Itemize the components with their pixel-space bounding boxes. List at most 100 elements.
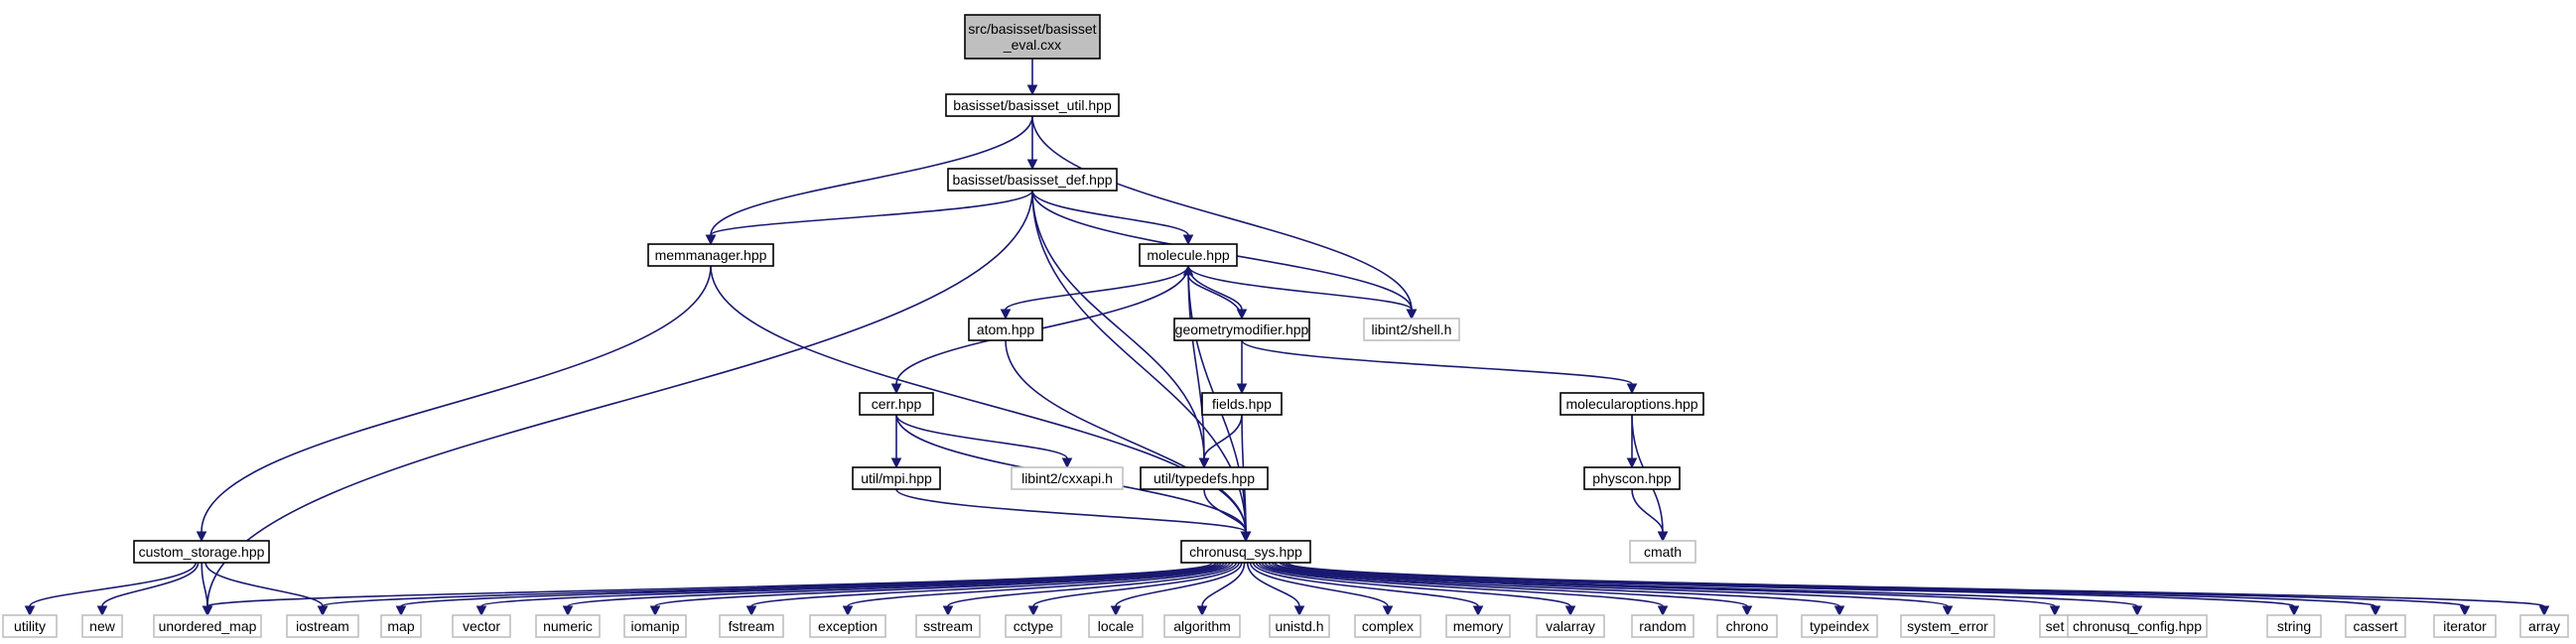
node-sstream[interactable]: sstream xyxy=(915,614,981,638)
node-cassert[interactable]: cassert xyxy=(2345,614,2406,638)
node-numeric[interactable]: numeric xyxy=(535,614,601,638)
node-label: array xyxy=(2528,618,2560,634)
node-fields[interactable]: fields.hpp xyxy=(1201,392,1283,416)
node-locale[interactable]: locale xyxy=(1088,614,1144,638)
edge-arrowhead xyxy=(1236,383,1248,395)
edge-arrowhead xyxy=(202,605,213,617)
node-label: fstream xyxy=(729,618,775,634)
node-util-typedefs[interactable]: util/typedefs.hpp xyxy=(1140,466,1269,490)
edge-chronusq-sys-to-unordered-map xyxy=(202,562,1213,617)
node-basisset-def[interactable]: basisset/basisset_def.hpp xyxy=(947,168,1118,192)
node-label: random xyxy=(1639,618,1686,634)
edge-arrowhead xyxy=(1061,457,1073,469)
node-cmath[interactable]: cmath xyxy=(1629,540,1696,564)
node-box xyxy=(1354,614,1422,638)
node-custom-storage[interactable]: custom_storage.hpp xyxy=(133,540,270,564)
node-label: cerr.hpp xyxy=(872,396,922,412)
node-iomanip[interactable]: iomanip xyxy=(623,614,687,638)
node-geometrymodifier[interactable]: geometrymodifier.hpp xyxy=(1173,318,1310,341)
edge-line xyxy=(1115,562,1243,607)
node-exception[interactable]: exception xyxy=(809,614,886,638)
node-chronusq-sys[interactable]: chronusq_sys.hpp xyxy=(1180,540,1311,564)
node-array[interactable]: array xyxy=(2519,614,2569,638)
node-memory[interactable]: memory xyxy=(1445,614,1511,638)
node-chrono[interactable]: chrono xyxy=(1716,614,1778,638)
node-libint2-shell[interactable]: libint2/shell.h xyxy=(1363,318,1460,341)
edge-line xyxy=(206,190,1033,607)
edge-arrowhead xyxy=(1406,309,1418,321)
node-label: libint2/cxxapi.h xyxy=(1021,470,1113,486)
node-label: custom_storage.hpp xyxy=(139,544,265,560)
node-label: set xyxy=(2046,618,2065,634)
edge-line xyxy=(1005,339,1247,533)
node-box xyxy=(945,93,1120,117)
node-label: util/mpi.hpp xyxy=(861,470,932,486)
node-typeindex[interactable]: typeindex xyxy=(1801,614,1878,638)
node-algorithm[interactable]: algorithm xyxy=(1163,614,1241,638)
node-utility[interactable]: utility xyxy=(2,614,58,638)
node-basisset-util[interactable]: basisset/basisset_util.hpp xyxy=(945,93,1120,117)
node-box xyxy=(1140,466,1269,490)
node-system-error[interactable]: system_error xyxy=(1900,614,1995,638)
node-complex[interactable]: complex xyxy=(1354,614,1422,638)
node-box xyxy=(1163,614,1241,638)
node-valarray[interactable]: valarray xyxy=(1536,614,1605,638)
node-label: complex xyxy=(1362,618,1414,634)
edge-line xyxy=(480,562,1222,607)
node-root[interactable]: src/basisset/basisset_eval.cxx xyxy=(964,14,1101,60)
edge-line xyxy=(847,562,1234,607)
edge-line xyxy=(710,115,1033,236)
edge-chronusq-sys-to-iomanip xyxy=(649,562,1228,617)
edge-chronusq-sys-to-typeindex xyxy=(1264,562,1845,617)
edge-arrowhead xyxy=(746,605,757,617)
edge-line xyxy=(1203,414,1243,459)
node-box xyxy=(81,614,123,638)
node-label: utility xyxy=(14,618,46,634)
edge-line xyxy=(1187,274,1243,320)
node-box xyxy=(1201,392,1283,416)
node-atom[interactable]: atom.hpp xyxy=(968,318,1043,341)
node-iostream[interactable]: iostream xyxy=(286,614,359,638)
node-moleculaoptions[interactable]: molecularoptions.hpp xyxy=(1559,392,1704,416)
node-unordered-map[interactable]: unordered_map xyxy=(153,614,262,638)
node-string[interactable]: string xyxy=(2266,614,2322,638)
node-cctype[interactable]: cctype xyxy=(1005,614,1062,638)
node-box xyxy=(859,392,934,416)
edge-line xyxy=(1249,562,1389,607)
edge-arrowhead xyxy=(1833,605,1845,617)
node-memmanager[interactable]: memmanager.hpp xyxy=(647,243,774,267)
node-new[interactable]: new xyxy=(81,614,123,638)
edge-line xyxy=(204,562,324,607)
node-label: chronusq_sys.hpp xyxy=(1189,544,1302,560)
node-cerr[interactable]: cerr.hpp xyxy=(859,392,934,416)
node-box xyxy=(1139,243,1238,267)
edge-arrowhead xyxy=(2131,605,2143,617)
edge-chronusq-sys-to-cctype xyxy=(1027,562,1240,617)
node-label: util/typedefs.hpp xyxy=(1153,470,1255,486)
edge-arrowhead xyxy=(24,605,36,617)
node-vector[interactable]: vector xyxy=(452,614,511,638)
node-fstream[interactable]: fstream xyxy=(719,614,784,638)
node-chronusq-config[interactable]: chronusq_config.hpp xyxy=(2067,614,2208,638)
edge-line xyxy=(1258,562,1664,607)
edge-chronusq-sys-to-map xyxy=(395,562,1220,617)
edge-memmanager-to-chronusq-sys xyxy=(710,265,1252,543)
edge-util-typedefs-to-chronusq-sys xyxy=(1203,488,1252,543)
edge-geometrymodifier-to-moleculaoptions xyxy=(1241,339,1638,395)
node-box xyxy=(1801,614,1878,638)
edge-cerr-to-libint2-cxxapi xyxy=(895,414,1073,469)
node-physcon[interactable]: physcon.hpp xyxy=(1583,466,1681,490)
node-set[interactable]: set xyxy=(2039,614,2071,638)
node-iterator[interactable]: iterator xyxy=(2433,614,2497,638)
edge-chronusq-sys-to-complex xyxy=(1249,562,1394,617)
node-util-mpi[interactable]: util/mpi.hpp xyxy=(852,466,941,490)
node-random[interactable]: random xyxy=(1631,614,1695,638)
node-label: memory xyxy=(1453,618,1504,634)
node-map[interactable]: map xyxy=(380,614,422,638)
node-label: cctype xyxy=(1014,618,1054,634)
node-libint2-cxxapi[interactable]: libint2/cxxapi.h xyxy=(1011,466,1124,490)
node-unistd[interactable]: unistd.h xyxy=(1269,614,1330,638)
node-molecule[interactable]: molecule.hpp xyxy=(1139,243,1238,267)
edge-chronusq-sys-to-chronusq-config xyxy=(1274,562,2143,617)
node-box xyxy=(809,614,886,638)
